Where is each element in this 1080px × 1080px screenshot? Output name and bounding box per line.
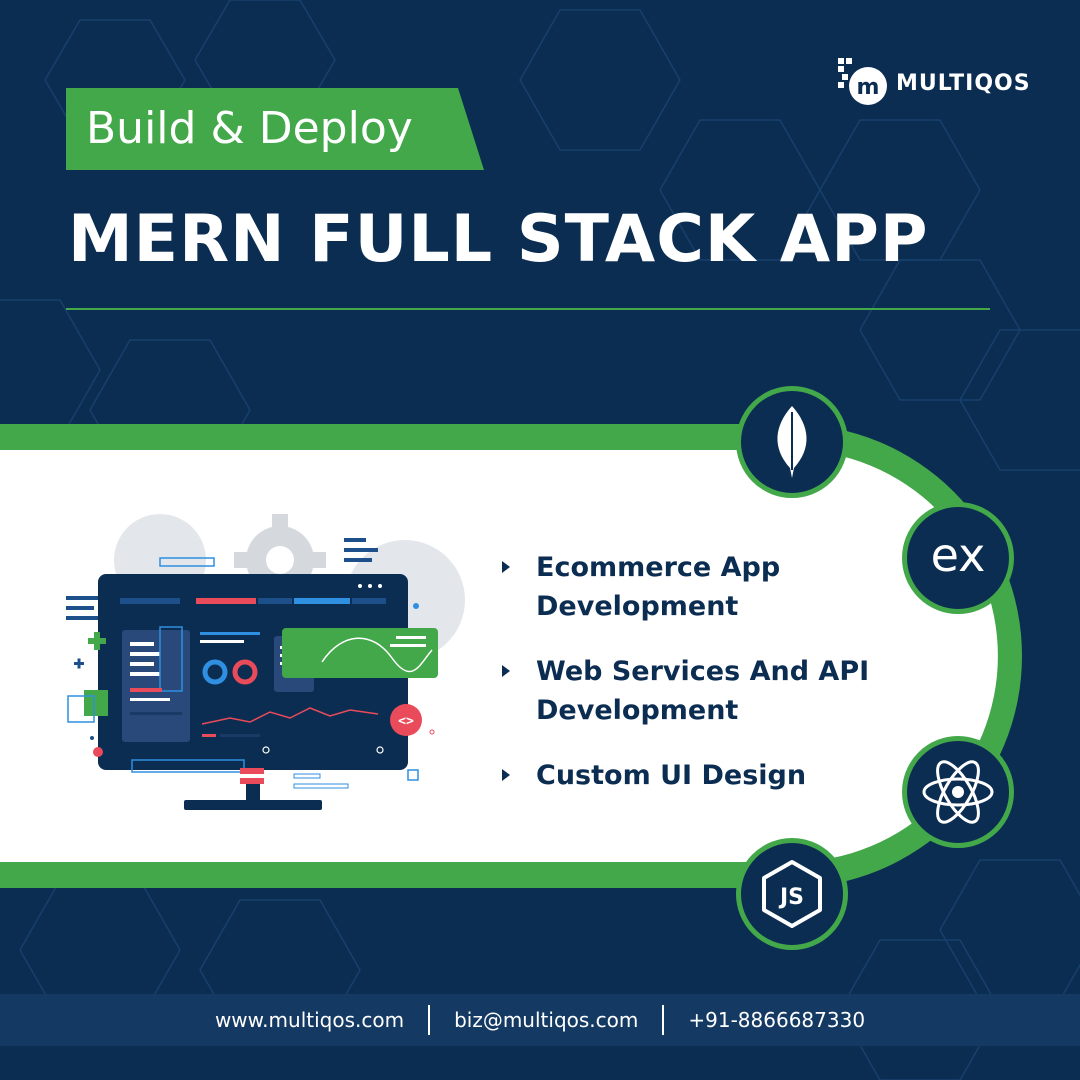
contact-footer: www.multiqos.com biz@multiqos.com +91-88… bbox=[0, 994, 1080, 1046]
m-logo-icon: m bbox=[838, 58, 887, 105]
brand-logo: m MULTIQOS bbox=[838, 58, 1031, 108]
footer-separator bbox=[662, 1005, 665, 1035]
page-title: MERN FULL STACK APP bbox=[68, 202, 929, 277]
brand-name: MULTIQOS bbox=[896, 70, 1031, 96]
list-item: Web Services And API Development bbox=[498, 652, 898, 730]
react-badge bbox=[902, 736, 1014, 848]
title-divider bbox=[66, 308, 990, 310]
list-item: Custom UI Design bbox=[498, 756, 898, 795]
express-label: ex bbox=[930, 528, 986, 582]
feature-label: Ecommerce App Development bbox=[536, 552, 781, 622]
tag-label: Build & Deploy bbox=[86, 103, 413, 154]
footer-separator bbox=[428, 1005, 431, 1035]
nodejs-badge: JS bbox=[736, 838, 848, 950]
triangle-bullet-icon bbox=[502, 561, 510, 573]
svg-text:m: m bbox=[857, 75, 880, 100]
tag-banner bbox=[66, 88, 484, 170]
email-link[interactable]: biz@multiqos.com bbox=[454, 1008, 639, 1032]
phone-link[interactable]: +91-8866687330 bbox=[688, 1008, 866, 1032]
list-item: Ecommerce App Development bbox=[498, 548, 898, 626]
mongodb-badge bbox=[736, 386, 848, 498]
feature-list: Ecommerce App Development Web Services A… bbox=[498, 548, 898, 821]
feature-label: Custom UI Design bbox=[536, 760, 807, 791]
react-atom-icon bbox=[922, 760, 994, 824]
code-icon: <> bbox=[398, 714, 414, 729]
website-link[interactable]: www.multiqos.com bbox=[214, 1008, 405, 1032]
dashboard-illustration: <> bbox=[66, 514, 465, 810]
triangle-bullet-icon bbox=[502, 769, 510, 781]
nodejs-icon: JS bbox=[762, 860, 822, 928]
svg-text:JS: JS bbox=[778, 885, 804, 910]
mongodb-leaf-icon bbox=[777, 406, 807, 478]
feature-label: Web Services And API Development bbox=[536, 656, 870, 726]
triangle-bullet-icon bbox=[502, 665, 510, 677]
express-badge: ex bbox=[902, 502, 1014, 614]
